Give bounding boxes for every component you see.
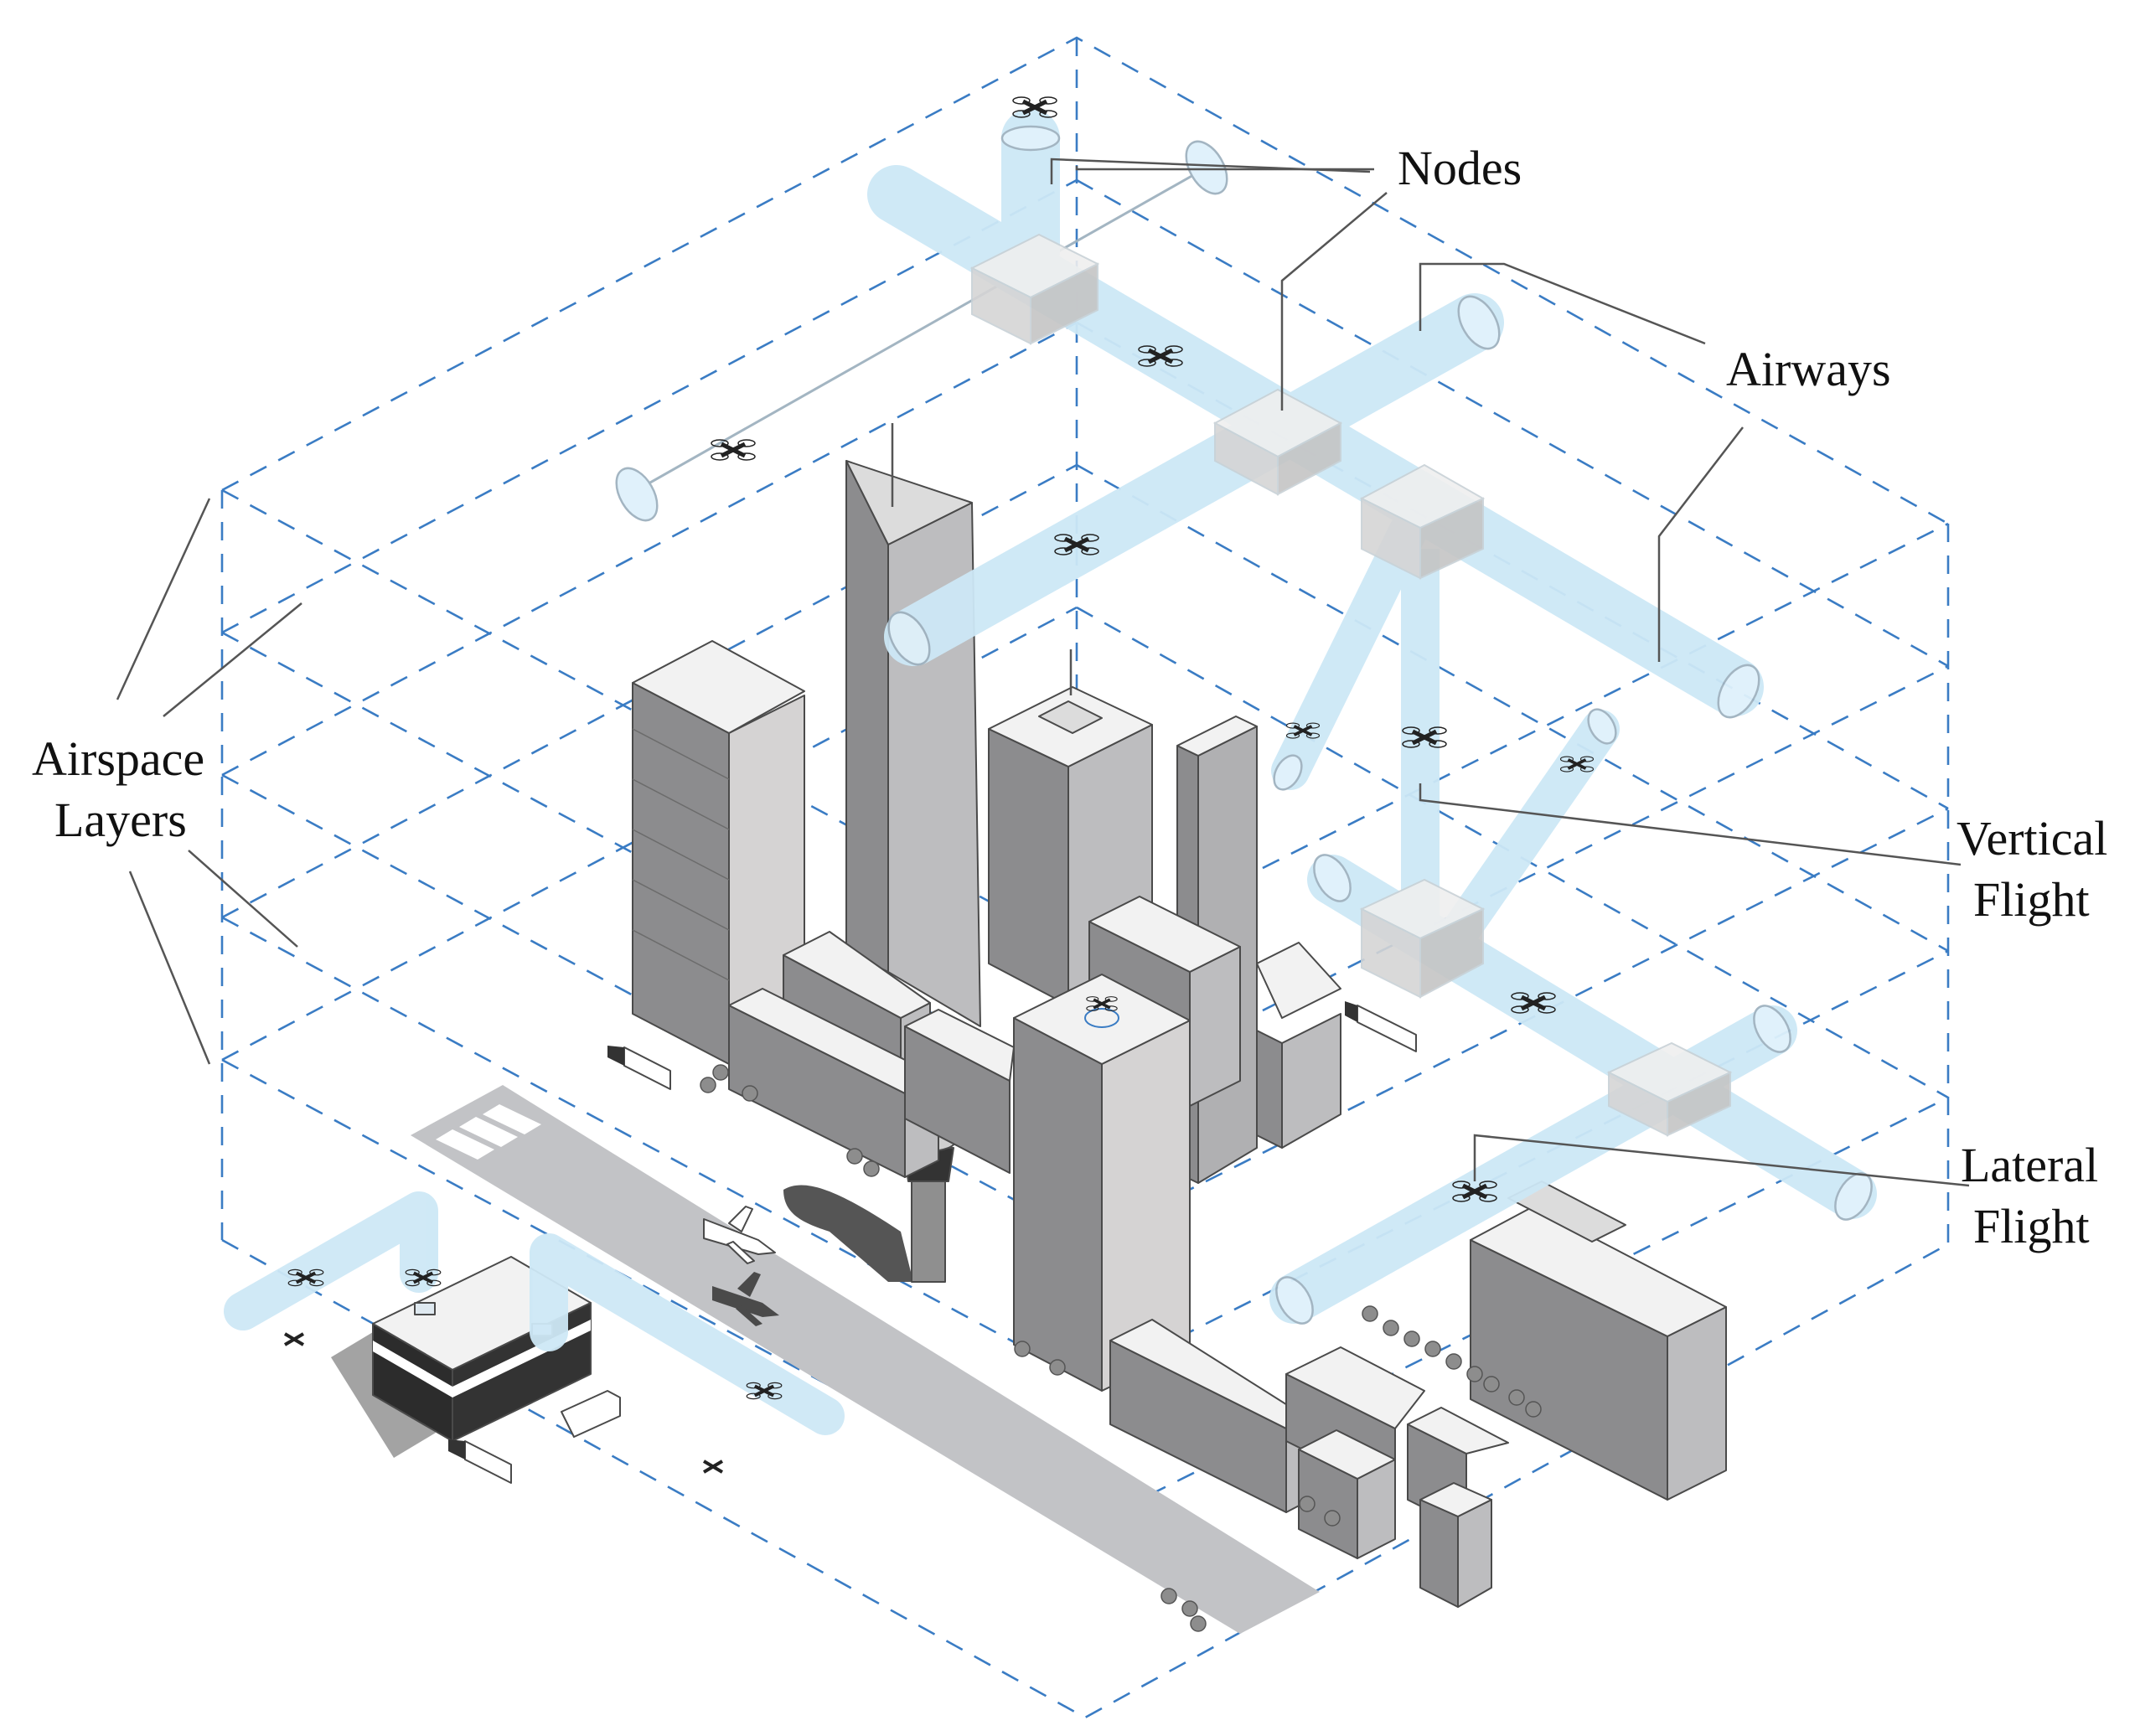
label-airspace-line1: Airspace	[32, 731, 204, 786]
drone-icon	[1402, 726, 1447, 748]
airway-upper-main	[635, 109, 1764, 716]
truck	[607, 1046, 671, 1090]
runway	[411, 1085, 1320, 1634]
node	[1359, 463, 1486, 580]
trees	[700, 1064, 1542, 1632]
drone-icon	[405, 1268, 442, 1287]
city-buildings	[632, 423, 1727, 1608]
truck	[448, 1439, 512, 1484]
label-airways: Airways	[1726, 342, 1891, 396]
truck	[561, 1390, 621, 1438]
airway-ground	[224, 1191, 845, 1435]
drone-icon	[1559, 756, 1595, 772]
airplane-shadow	[712, 1272, 779, 1326]
node	[969, 233, 1100, 345]
drone-icon	[711, 439, 756, 461]
drone-icon	[1452, 1181, 1497, 1202]
labels: Nodes Airways Airspace Layers Vertical F…	[32, 141, 2107, 1253]
drones	[283, 96, 1595, 1474]
drone-icon	[1054, 534, 1099, 555]
airway-nodes	[969, 233, 1733, 1137]
drone-icon	[1511, 992, 1556, 1014]
leader-lines	[116, 158, 1970, 1187]
label-nodes: Nodes	[1398, 141, 1522, 195]
tower-front	[1013, 974, 1191, 1392]
drone-icon	[746, 1382, 783, 1400]
drone-icon	[287, 1268, 324, 1287]
block-right	[1470, 1181, 1727, 1501]
drone-icon	[1138, 345, 1183, 367]
airplane-taxiing	[703, 1206, 776, 1264]
label-lateral-line2: Flight	[1973, 1199, 2090, 1253]
landing-marker-icon	[283, 1332, 724, 1474]
label-airspace-line2: Layers	[54, 793, 187, 847]
node	[1212, 388, 1343, 496]
node	[1359, 878, 1486, 999]
lowrise-front	[1109, 1319, 1509, 1608]
label-vertical-line1: Vertical	[1956, 811, 2107, 865]
truck	[1345, 1001, 1417, 1052]
label-vertical-line2: Flight	[1973, 872, 2090, 927]
tower-center	[988, 649, 1153, 1006]
label-lateral-line1: Lateral	[1961, 1138, 2098, 1192]
skyscraper-slanted	[845, 423, 981, 1027]
lowrise-left	[728, 931, 1015, 1178]
drone-icon	[1285, 722, 1321, 739]
runway-threshold-markings	[436, 1104, 541, 1160]
node	[1606, 1041, 1733, 1137]
drone-icon	[1012, 96, 1057, 118]
delivery-trucks	[448, 1001, 1417, 1484]
drone-icon	[1086, 996, 1118, 1011]
